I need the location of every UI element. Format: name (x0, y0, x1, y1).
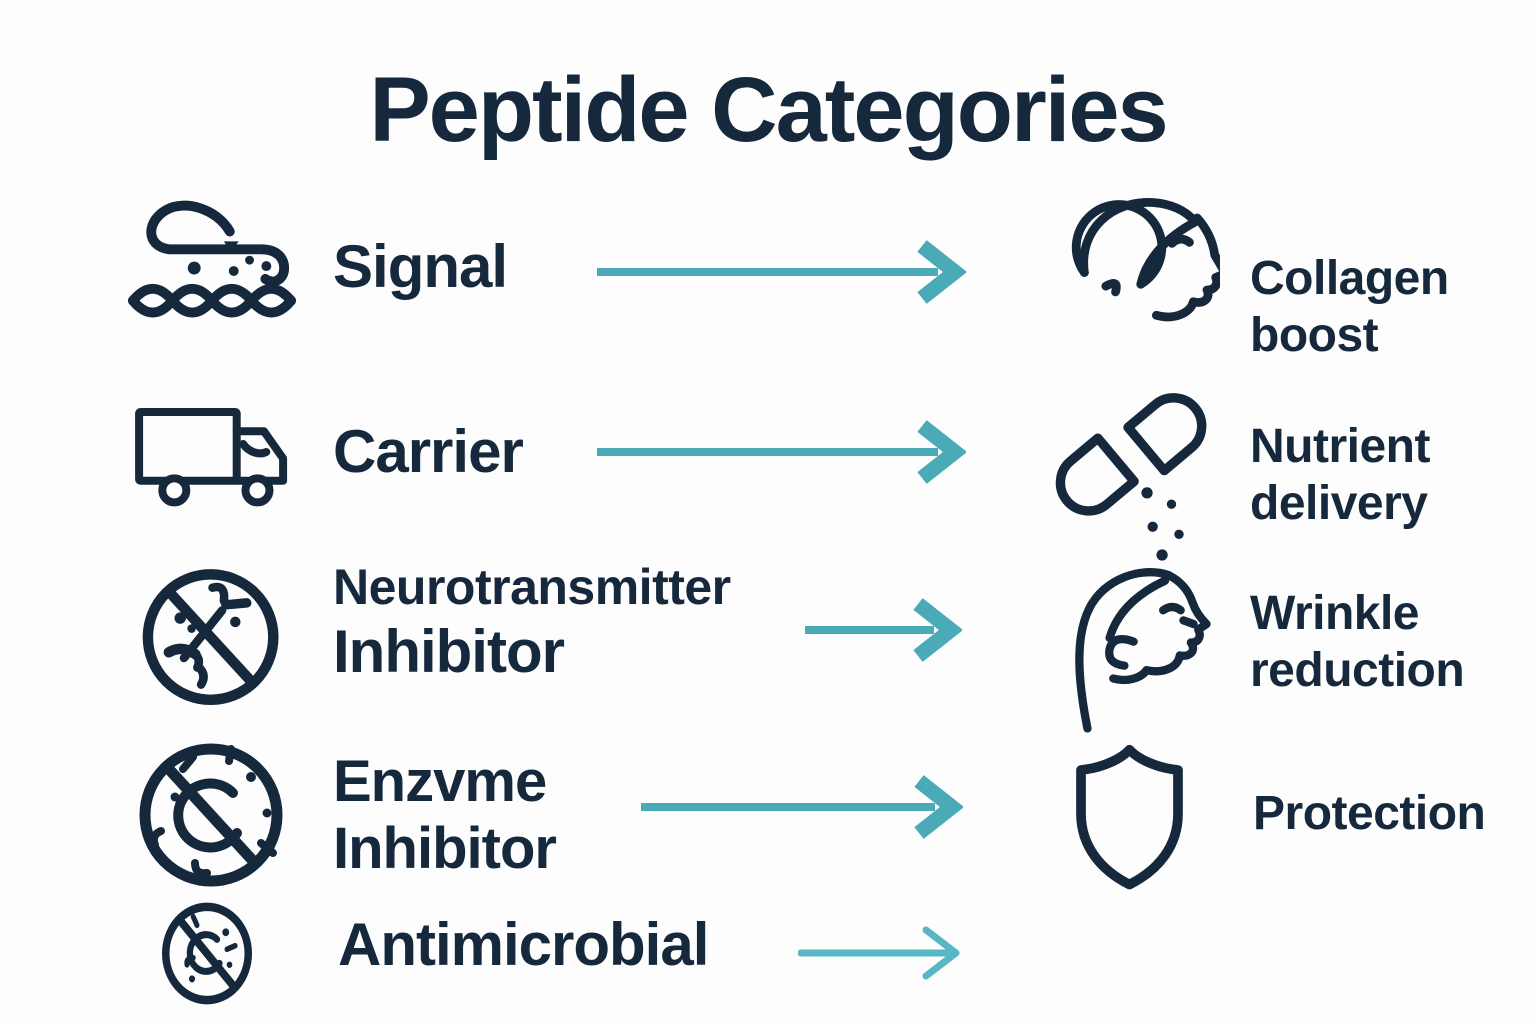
delivery-truck-icon (135, 408, 288, 507)
arrow-right-icon (597, 420, 966, 484)
category-label-line1: Neurotransmitter (333, 559, 731, 615)
category-label: Carrier (333, 418, 524, 485)
peptide-chain-icon (128, 200, 296, 318)
no-neurotransmitter-icon (142, 569, 279, 706)
split-capsule-icon (1055, 393, 1207, 561)
no-enzyme-icon (139, 743, 283, 887)
arrow-right-icon (798, 926, 960, 980)
shield-icon (1076, 744, 1183, 890)
category-label: Signal (333, 233, 508, 300)
category-label: Antimicrobial (338, 911, 709, 978)
face-profile-icon (1071, 198, 1220, 322)
arrow-right-icon (641, 775, 963, 839)
face-profile-icon (1075, 568, 1211, 733)
category-label-line2: Inhibitor (333, 618, 565, 685)
page-title: Peptide Categories (369, 59, 1168, 161)
outcome-label: Nutrient delivery (1250, 420, 1430, 530)
arrow-right-icon (805, 598, 962, 662)
arrow-right-icon (597, 240, 966, 304)
outcome-label: Protection (1253, 787, 1486, 840)
outcome-label: Wrinkle reduction (1250, 587, 1465, 697)
outcome-label: Collagen boost (1250, 252, 1449, 362)
category-label-line2: Inhibitor (333, 816, 557, 881)
category-label-line1: Enzvme (333, 749, 547, 814)
no-microbe-icon (162, 902, 252, 1005)
